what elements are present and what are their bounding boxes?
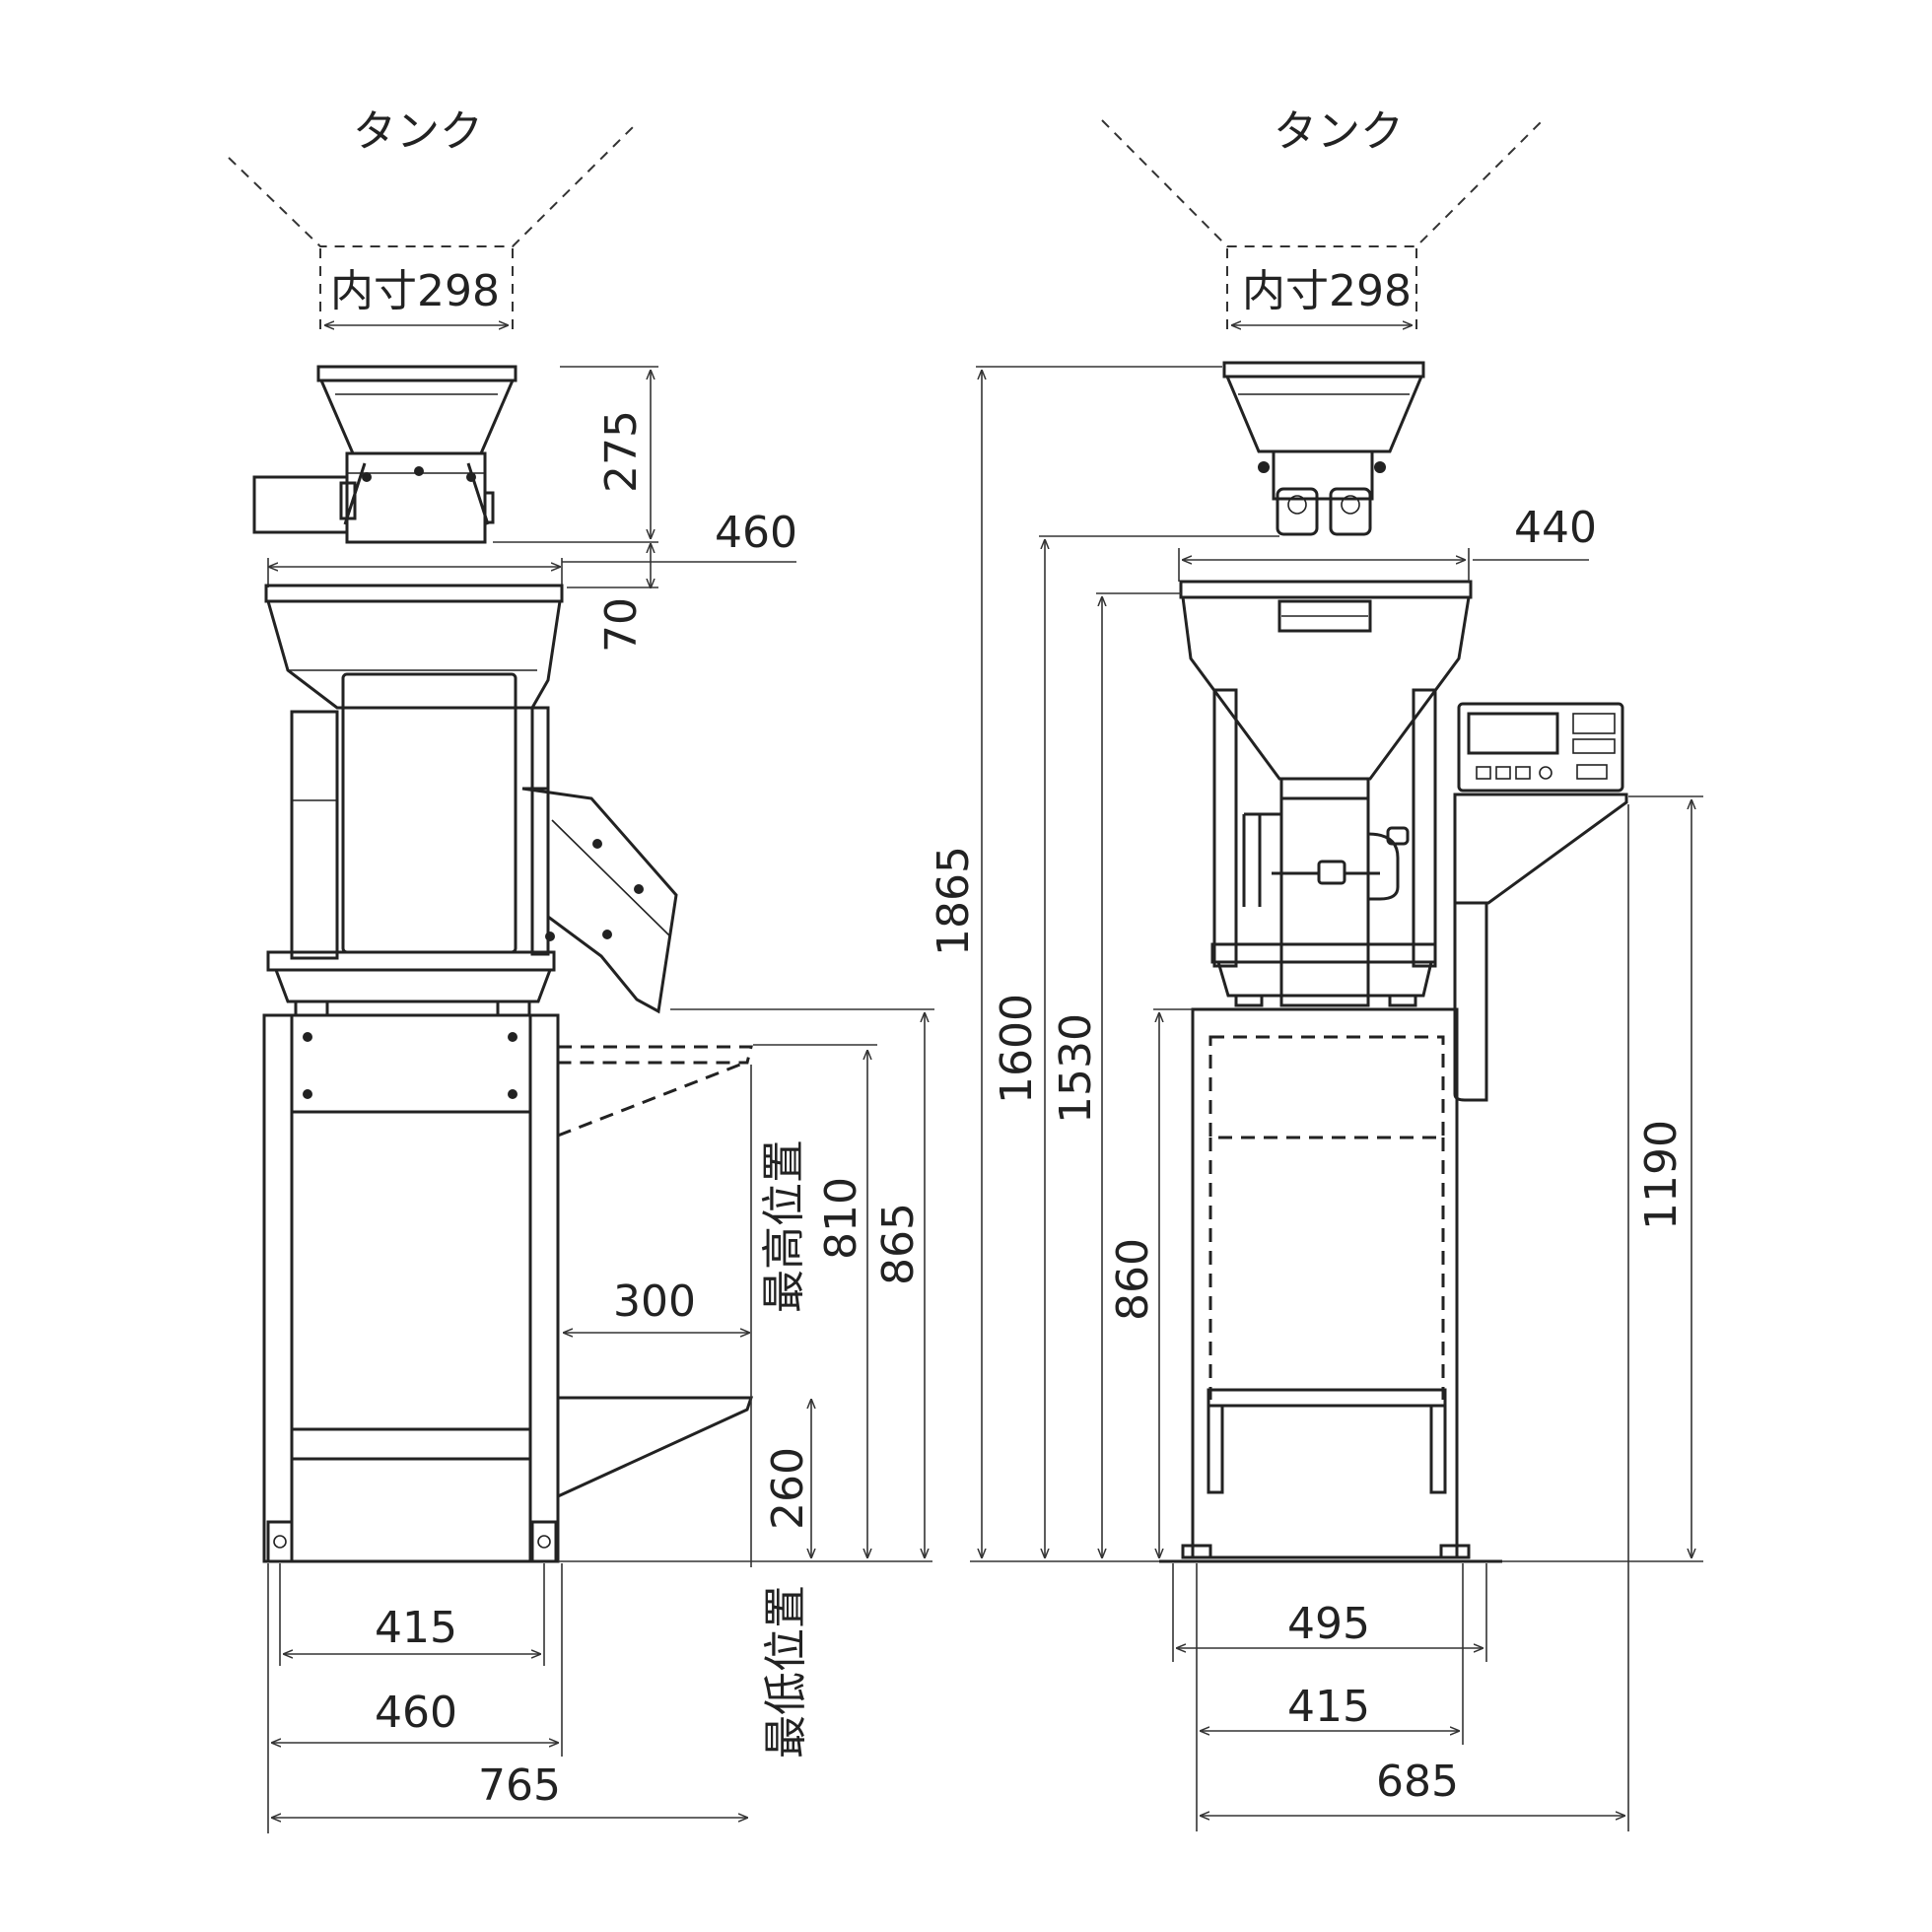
right-inner-size-label: 内寸298 [1242,266,1412,316]
left-810-label: 810 [816,1177,866,1260]
left-top-width-label: 460 [715,508,797,558]
right-main-body [1179,580,1473,1007]
right-1530-label: 1530 [1051,1013,1101,1124]
right-tank-label: タンク [1274,106,1404,157]
left-tank-label: タンク [353,106,483,157]
left-tank-outline [228,125,635,330]
right-415-label: 415 [1287,1682,1370,1732]
left-stand [262,1013,560,1563]
left-inner-size-label: 内寸298 [330,266,500,316]
left-side-view: タンク 内寸298 275 460 [228,106,934,1833]
left-460-label: 460 [375,1688,457,1738]
right-860-label: 860 [1108,1238,1158,1321]
right-1600-label: 1600 [992,994,1042,1104]
left-upper-hopper [252,365,518,544]
left-min-height-label: 260 [763,1447,813,1530]
left-chute-length-label: 300 [613,1276,696,1327]
left-gap-height-label: 70 [596,597,647,653]
right-upper-hopper [1222,361,1425,536]
left-865-label: 865 [873,1203,924,1285]
right-stand [1159,1007,1502,1563]
right-front-view: タンク 内寸298 [929,106,1703,1831]
right-controller [1453,702,1628,1102]
left-765-label: 765 [478,1760,561,1811]
left-min-position-label: 最低位置 [761,1585,811,1759]
right-1190-label: 1190 [1636,1120,1687,1230]
left-max-position-label: 最高位置 [759,1139,809,1313]
left-415-label: 415 [375,1603,457,1653]
right-top-width-label: 440 [1514,503,1597,553]
right-685-label: 685 [1376,1757,1459,1807]
right-495-label: 495 [1287,1599,1370,1649]
left-bag-platform [556,1045,754,1499]
left-hopper-height-label: 275 [596,410,647,493]
right-tank-outline [1101,119,1544,330]
right-1865-label: 1865 [929,846,979,956]
